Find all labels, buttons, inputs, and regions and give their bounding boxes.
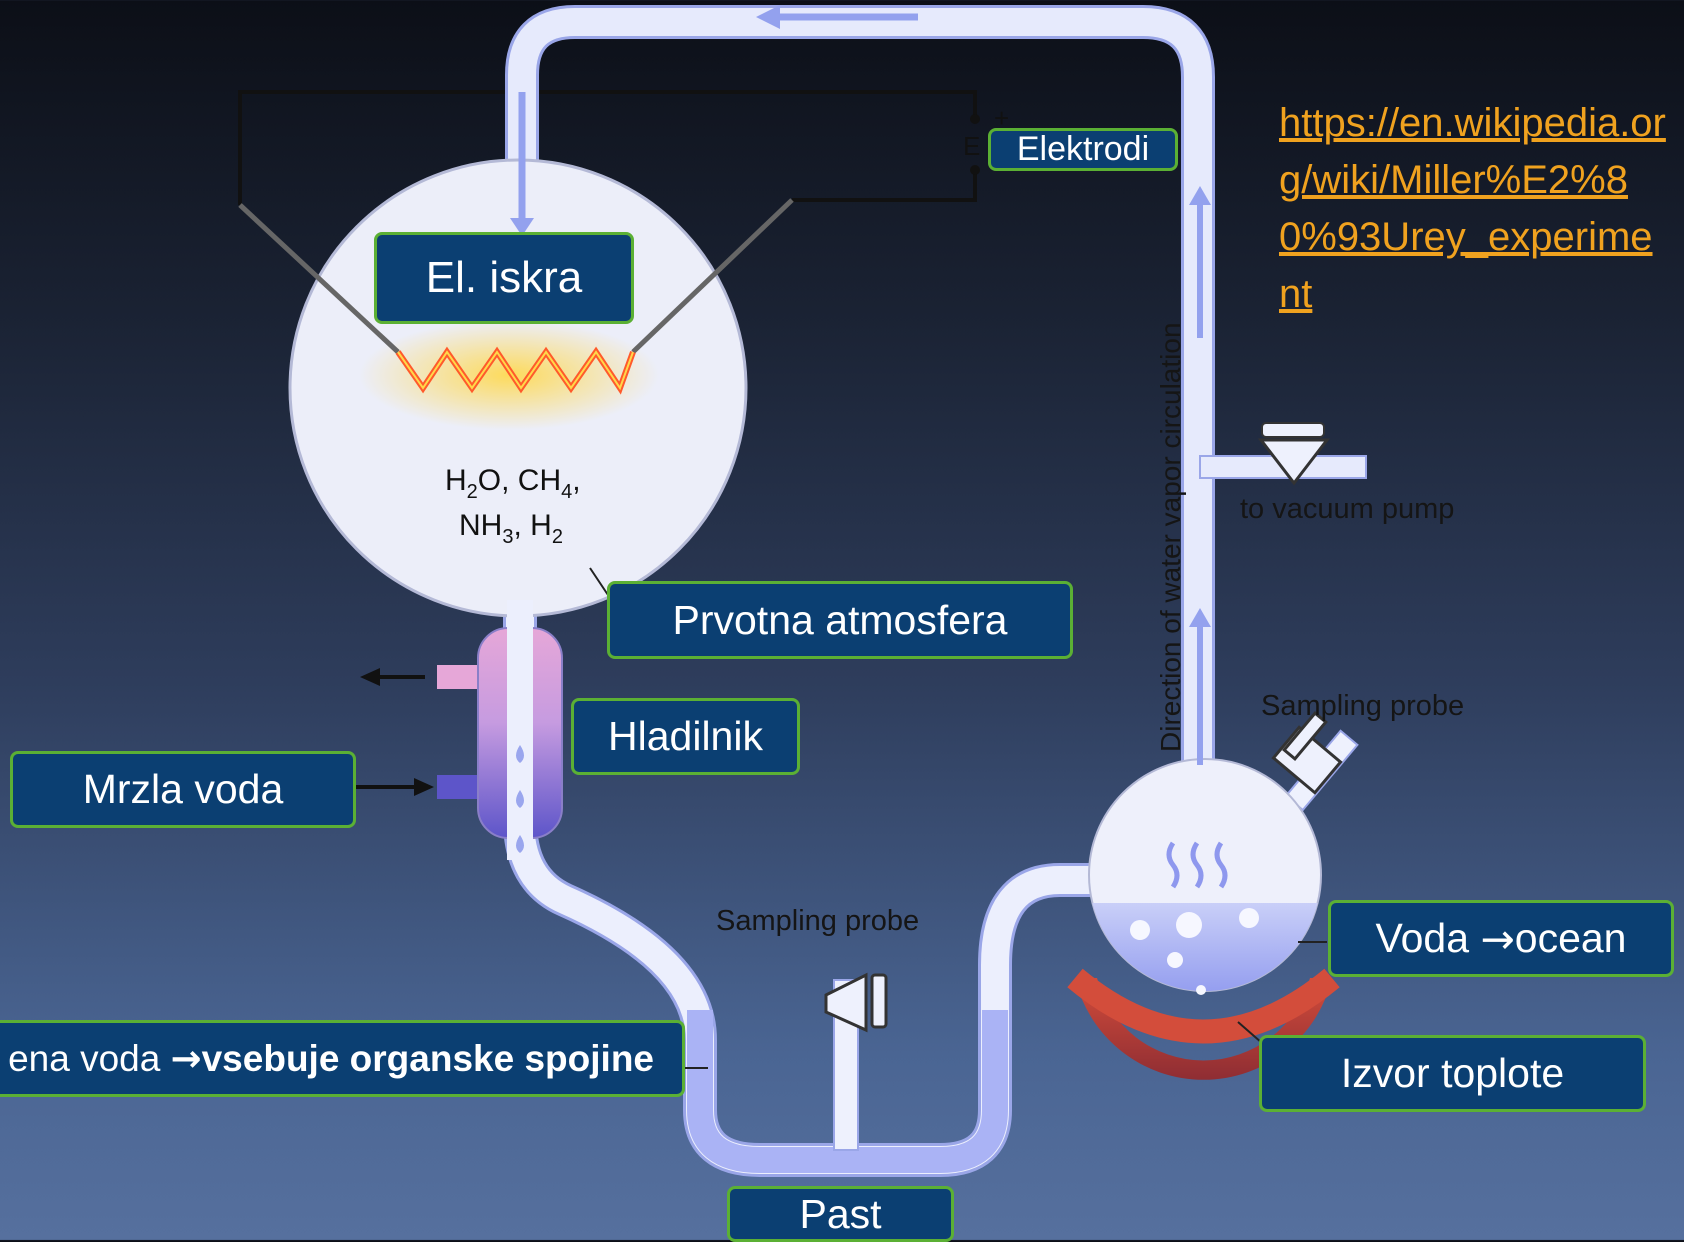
label-hladilnik: Hladilnik (571, 698, 800, 775)
ohlajena-arrow-icon: → (170, 1037, 202, 1080)
label-izvor-toplote-text: Izvor toplote (1340, 1050, 1565, 1096)
gas-formula-line1: H2O, CH4, (445, 464, 581, 503)
electrode-wire-lower (792, 173, 977, 202)
electrode-wire (238, 90, 977, 205)
label-ohlajena-voda: ena voda →vsebuje organske spojine (0, 1020, 685, 1097)
gas-formula-line2: NH3, H2 (459, 509, 563, 548)
label-elektrodi-text: Elektrodi (1016, 130, 1150, 168)
electrode-minus-sign: E (963, 131, 980, 161)
label-mrzla-voda: Mrzla voda (10, 751, 356, 828)
label-ocean-text: ocean (1514, 915, 1627, 961)
label-elektrodi: Elektrodi (988, 128, 1178, 171)
label-hladilnik-text: Hladilnik (608, 713, 763, 759)
label-prvotna-atmosfera: Prvotna atmosfera (607, 581, 1073, 659)
sampling-probe-bottom-caption: Sampling probe (716, 905, 919, 937)
electrode-plus-sign: + (994, 103, 1009, 133)
label-ohlajena-prefix: ena voda (8, 1037, 171, 1079)
label-past: Past (727, 1186, 954, 1242)
sampling-probe-top-caption: Sampling probe (1261, 690, 1464, 722)
circulation-caption: Direction of water vapor circulation (1155, 322, 1186, 752)
label-izvor-toplote: Izvor toplote (1259, 1035, 1646, 1112)
wikipedia-link[interactable]: https://en.wikipedia.org/wiki/Miller%E2%… (1279, 101, 1666, 316)
label-past-text: Past (799, 1190, 882, 1237)
voda-arrow-icon: → (1480, 914, 1515, 963)
label-prvotna-atmosfera-text: Prvotna atmosfera (672, 596, 1008, 643)
label-mrzla-voda-text: Mrzla voda (82, 766, 284, 812)
label-voda-ocean: Voda →ocean (1328, 900, 1674, 977)
label-voda-text: Voda (1375, 915, 1481, 961)
label-el-iskra-text: El. iskra (425, 253, 583, 302)
label-ohlajena-bold: vsebuje organske spojine (201, 1037, 654, 1079)
label-el-iskra: El. iskra (374, 232, 634, 324)
vacuum-pump-caption: to vacuum pump (1240, 493, 1454, 525)
